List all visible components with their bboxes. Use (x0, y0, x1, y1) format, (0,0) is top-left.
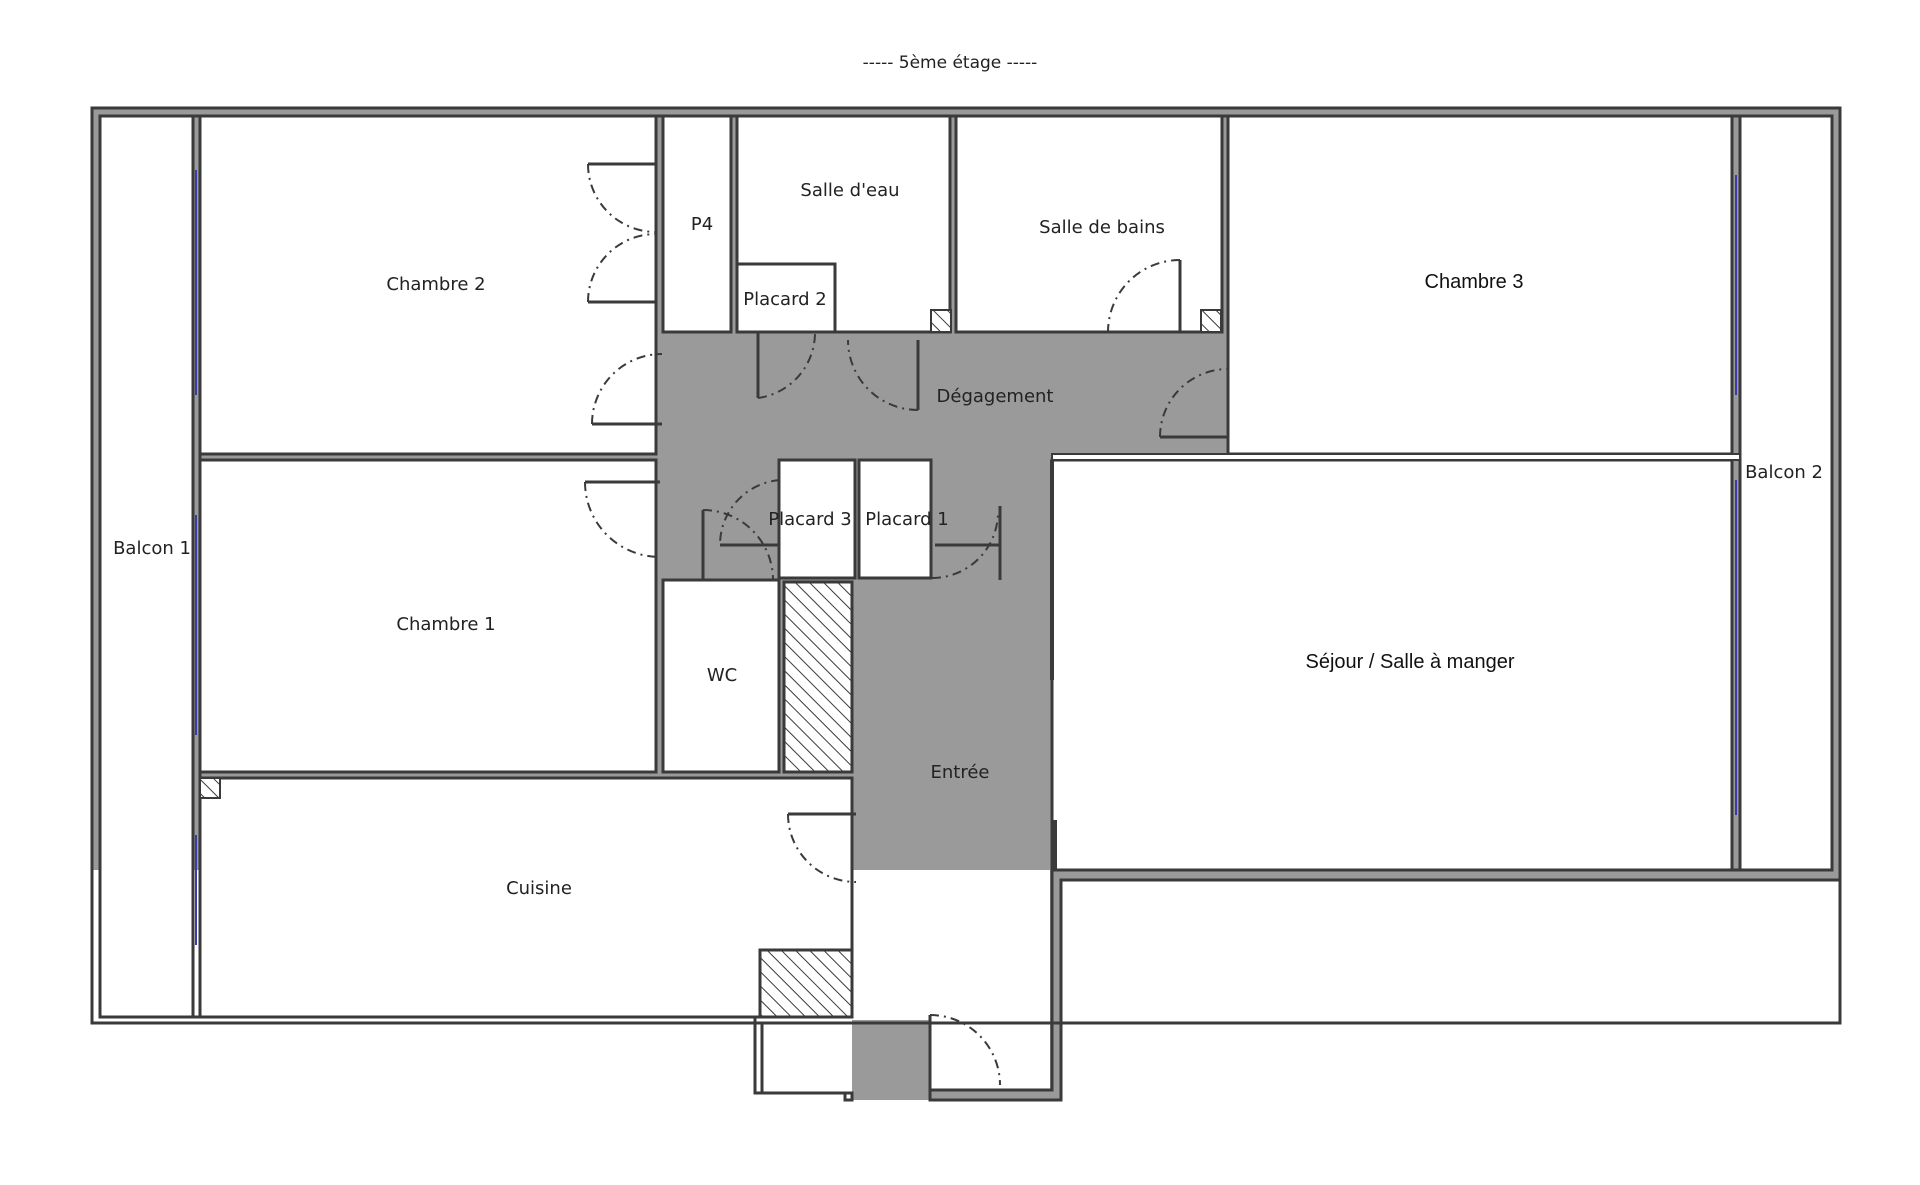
room-placard-1 (857, 458, 933, 580)
room-balcon-2 (1738, 114, 1834, 872)
label-placard-3: Placard 3 (768, 509, 852, 530)
label-placard-1: Placard 1 (865, 509, 949, 530)
label-chambre-3: Chambre 3 (1425, 271, 1524, 293)
label-balcon-1: Balcon 1 (113, 538, 191, 559)
label-balcon-2: Balcon 2 (1745, 462, 1823, 483)
rooms (98, 114, 1834, 1019)
room-chambre-1 (198, 458, 658, 774)
room-wc (661, 578, 781, 774)
label-chambre-2: Chambre 2 (386, 274, 485, 295)
label-degagement: Dégagement (937, 386, 1054, 407)
label-cuisine: Cuisine (506, 878, 572, 899)
doors (584, 162, 1229, 1093)
room-p4 (661, 114, 733, 334)
label-sejour: Séjour / Salle à manger (1305, 651, 1514, 673)
label-salle-deau: Salle d'eau (800, 180, 899, 201)
separator-wall (1050, 453, 1741, 870)
label-entree: Entrée (931, 762, 990, 783)
room-chambre-3 (1226, 114, 1734, 456)
ducts (199, 309, 1222, 1019)
room-sejour (1050, 458, 1734, 872)
label-chambre-1: Chambre 1 (396, 614, 495, 635)
room-placard-3 (777, 458, 857, 580)
room-labels: Balcon 1 Balcon 2 Chambre 2 Chambre 1 Ch… (113, 180, 1823, 899)
room-cuisine (198, 776, 854, 1019)
label-salle-de-bains: Salle de bains (1039, 217, 1165, 238)
floor-title: ----- 5ème étage ----- (863, 53, 1038, 73)
room-placard-2 (735, 262, 837, 334)
label-p4: P4 (691, 214, 713, 235)
windows (195, 170, 1737, 945)
room-balcon-1 (98, 114, 195, 1019)
room-salle-de-bains (954, 114, 1224, 334)
room-chambre-2 (198, 114, 658, 456)
label-placard-2: Placard 2 (743, 289, 827, 310)
label-wc: WC (707, 665, 737, 686)
